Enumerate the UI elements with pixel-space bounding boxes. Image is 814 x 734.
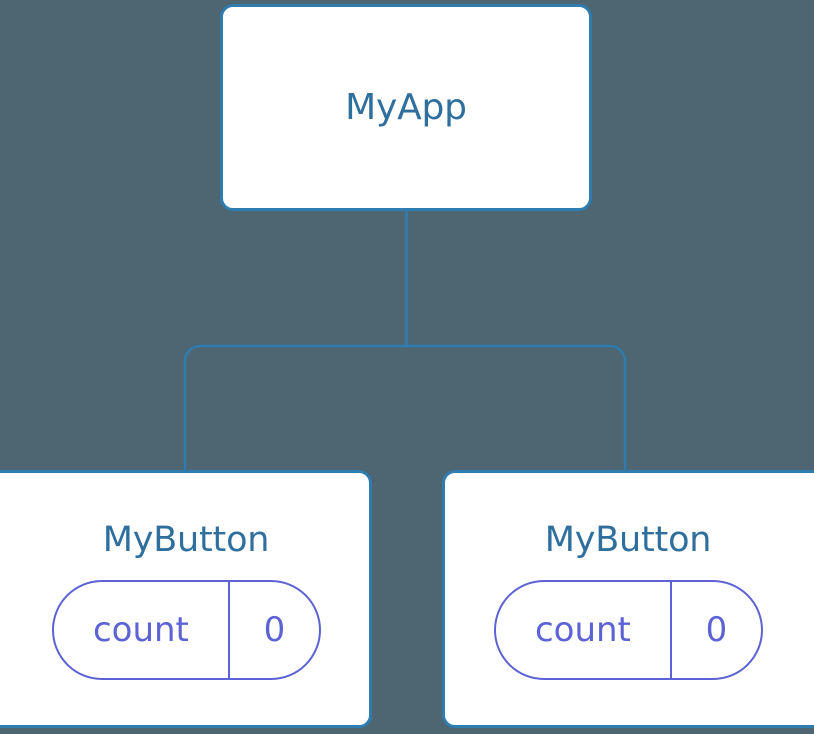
- state-pill[interactable]: count 0: [51, 580, 321, 680]
- state-pill[interactable]: count 0: [493, 580, 763, 680]
- connector-edge-to-right-child: [406, 344, 627, 473]
- connector-edge-to-left-child: [183, 344, 407, 473]
- state-pill-value: 0: [263, 610, 286, 650]
- node-title: MyButton: [544, 520, 712, 560]
- node-title: MyApp: [345, 86, 467, 128]
- node-mybutton-right[interactable]: MyButton count 0: [442, 470, 814, 728]
- state-pill-key: count: [54, 582, 231, 678]
- node-myapp[interactable]: MyApp: [220, 4, 592, 211]
- state-pill-key: count: [496, 582, 673, 678]
- state-pill-value: 0: [705, 610, 728, 650]
- node-title: MyButton: [102, 520, 270, 560]
- node-mybutton-left[interactable]: MyButton count 0: [0, 470, 372, 728]
